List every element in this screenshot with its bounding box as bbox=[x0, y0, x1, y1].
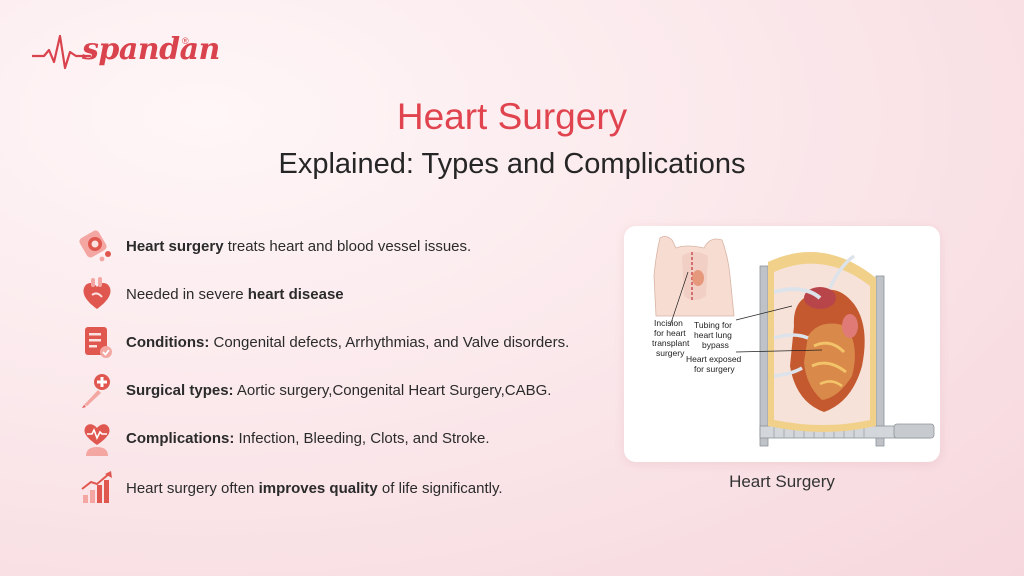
heartbeat-person-icon bbox=[84, 424, 110, 456]
tubing-label-line: Tubing for bbox=[694, 320, 732, 330]
bullet-text: treats heart and blood vessel issues. bbox=[223, 237, 472, 255]
page-subtitle: Explained: Types and Complications bbox=[278, 148, 746, 180]
bullet-text: Needed in severe bbox=[126, 285, 248, 303]
bullet-bold: improves quality bbox=[258, 479, 378, 497]
bullet-text-before: Heart surgery often bbox=[126, 479, 259, 497]
growth-chart-icon bbox=[81, 471, 112, 503]
incision-label-line: Incision bbox=[654, 318, 683, 328]
heart-artery-icon bbox=[79, 230, 111, 262]
list-item: Heart surgery often improves quality of … bbox=[78, 468, 618, 508]
brand-name: spandan bbox=[82, 32, 220, 67]
exposed-label-line: Heart exposed bbox=[686, 354, 742, 364]
tubing-label-line: bypass bbox=[702, 340, 729, 350]
tubing-label-line: heart lung bbox=[694, 330, 732, 340]
page-title: Heart Surgery bbox=[396, 96, 628, 137]
brand-logo: spandan ® bbox=[32, 30, 220, 80]
bullet-text: Congenital defects, Arrhythmias, and Val… bbox=[209, 333, 570, 351]
heart-anatomy-icon bbox=[83, 277, 111, 309]
bullet-text: of life significantly. bbox=[377, 479, 503, 497]
list-item: Needed in severe heart disease bbox=[78, 274, 618, 314]
bullet-text: Aortic surgery,Congenital Heart Surgery,… bbox=[233, 381, 552, 399]
scalpel-cross-icon bbox=[82, 374, 110, 408]
heartbeat-logo-icon bbox=[32, 34, 92, 70]
illustration-caption: Heart Surgery bbox=[729, 472, 835, 491]
surgery-illustration-card: Incision for heart transplant surgery Tu… bbox=[624, 226, 940, 462]
bullet-bold: Conditions: bbox=[126, 333, 210, 351]
list-item: Conditions: Congenital defects, Arrhythm… bbox=[78, 322, 618, 362]
bullet-bold: Surgical types: bbox=[126, 381, 234, 399]
bullet-bold: heart disease bbox=[247, 285, 344, 303]
list-item: Surgical types: Aortic surgery,Congenita… bbox=[78, 370, 618, 410]
incision-label-line: surgery bbox=[656, 348, 685, 358]
list-item: Heart surgery treats heart and blood ves… bbox=[78, 226, 618, 266]
list-item: Complications: Infection, Bleeding, Clot… bbox=[78, 418, 618, 458]
bullet-bold: Complications: bbox=[126, 429, 235, 447]
incision-label-line: transplant bbox=[652, 338, 690, 348]
bullet-bold: Heart surgery bbox=[126, 237, 224, 255]
exposed-label-line: for surgery bbox=[694, 364, 735, 374]
bullet-text: Infection, Bleeding, Clots, and Stroke. bbox=[234, 429, 490, 447]
checklist-document-icon bbox=[85, 327, 112, 358]
registered-mark: ® bbox=[182, 36, 189, 46]
incision-label-line: for heart bbox=[654, 328, 686, 338]
heart-surgery-illustration: Incision for heart transplant surgery Tu… bbox=[652, 236, 935, 447]
